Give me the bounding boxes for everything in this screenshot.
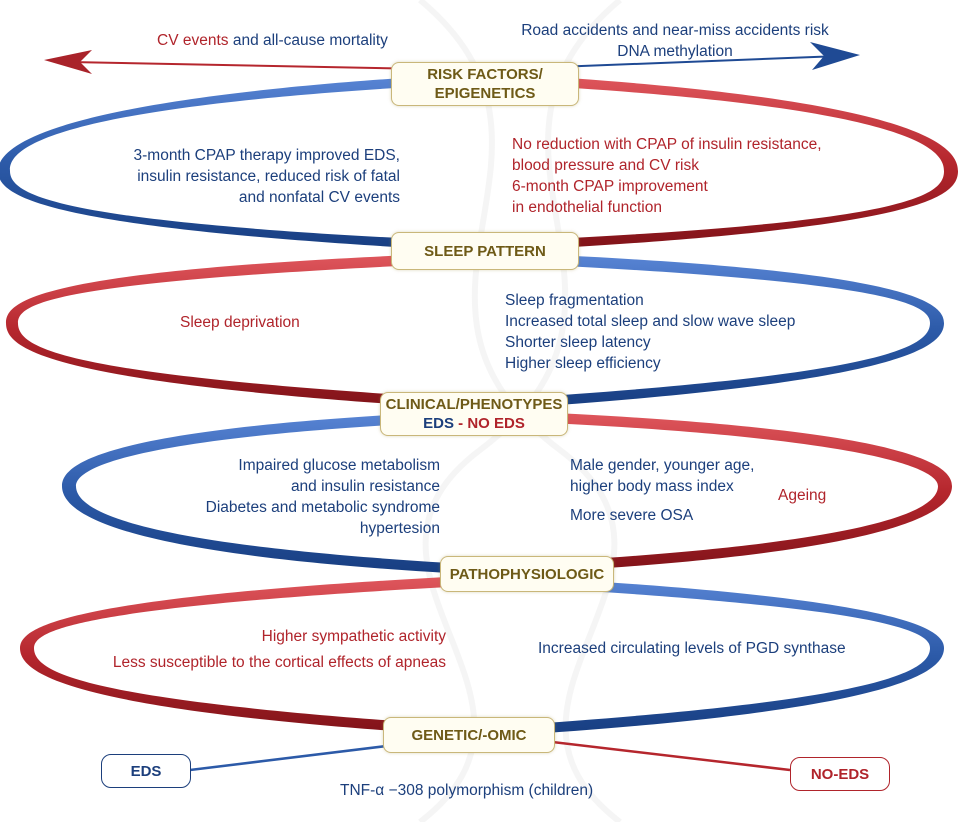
strand-3-red	[485, 410, 952, 575]
risk-left-text: 3-month CPAP therapy improved EDS, insul…	[110, 145, 401, 208]
risk-factors-line2: EPIGENETICS	[434, 85, 536, 102]
clinical-left-line1: Impaired glucose metabolism	[238, 457, 440, 474]
strand-2-red	[6, 252, 485, 410]
risk-right-text: No reduction with CPAP of insulin resist…	[512, 134, 822, 218]
patho-left-line2: Less susceptible to the cortical effects…	[112, 654, 446, 671]
risk-left-line2: insulin resistance, reduced risk of fata…	[137, 168, 400, 185]
sleep-right-line1: Sleep fragmentation	[505, 292, 644, 309]
strand-3-blue	[62, 410, 485, 575]
clinical-phenotypes-label: CLINICAL/PHENOTYPES EDS - NO EDS	[380, 392, 568, 436]
patho-left-text: Higher sympathetic activity Less suscept…	[100, 626, 446, 673]
dna-methylation-text: DNA methylation	[617, 43, 733, 60]
strand-4-blue	[485, 575, 944, 737]
clinical-left-line2: and insulin resistance	[290, 478, 440, 495]
road-accidents-text: Road accidents and near-miss accidents r…	[521, 22, 829, 39]
all-cause-mortality-text: and all-cause mortality	[228, 32, 388, 49]
left-arrowhead-icon	[44, 50, 92, 74]
cv-events-text: CV events	[157, 32, 229, 49]
clinical-left-text: Impaired glucose metabolism and insulin …	[200, 455, 440, 539]
genetic-bottom-text: TNF-α −308 polymorphism (children)	[340, 782, 594, 799]
clinical-left-line3: Diabetes and metabolic syndrome	[205, 499, 440, 516]
clinical-left-line4: hypertesion	[359, 520, 440, 537]
strand-1-red	[485, 73, 958, 252]
pathophysiologic-text: PATHOPHYSIOLOGIC	[449, 565, 605, 583]
no-eds-text: NO EDS	[467, 415, 525, 432]
risk-factors-line1: RISK FACTORS/	[427, 66, 543, 83]
clinical-right-line2: higher body mass index	[570, 478, 734, 495]
clinical-right-text: Male gender, younger age, higher body ma…	[570, 455, 754, 526]
genetic-omic-text: GENETIC/-OMIC	[411, 726, 527, 744]
sleep-right-text: Sleep fragmentation Increased total slee…	[505, 290, 795, 374]
eds-no-eds-line: EDS - NO EDS	[423, 414, 525, 433]
sleep-pattern-text: SLEEP PATTERN	[424, 242, 546, 260]
sleep-right-line3: Shorter sleep latency	[505, 334, 651, 351]
no-eds-end-text: NO-EDS	[810, 765, 870, 783]
sleep-right-line4: Higher sleep efficiency	[505, 355, 661, 372]
separator-text: -	[453, 415, 468, 432]
risk-left-line1: 3-month CPAP therapy improved EDS,	[133, 147, 401, 164]
risk-right-line2: blood pressure and CV risk	[512, 157, 699, 174]
risk-left-line3: and nonfatal CV events	[238, 189, 400, 206]
patho-left-line1: Higher sympathetic activity	[261, 628, 446, 645]
risk-right-line1: No reduction with CPAP of insulin resist…	[512, 136, 822, 153]
clinical-right-line1: Male gender, younger age,	[570, 457, 755, 474]
patho-right-text: Increased circulating levels of PGD synt…	[538, 640, 846, 657]
ageing-text: Ageing	[778, 487, 827, 504]
strand-2-blue	[485, 252, 944, 410]
top-left-text: CV events and all-cause mortality	[157, 30, 388, 51]
eds-end-text: EDS	[130, 762, 162, 780]
right-arrowhead-icon	[810, 42, 860, 70]
eds-text: EDS	[423, 415, 454, 432]
pathophysiologic-label: PATHOPHYSIOLOGIC	[440, 556, 614, 592]
risk-right-line3: 6-month CPAP improvement	[512, 178, 708, 195]
genetic-omic-label: GENETIC/-OMIC	[383, 717, 555, 753]
strand-1-blue	[0, 73, 485, 252]
no-eds-end-box: NO-EDS	[790, 757, 890, 791]
sleep-pattern-label: SLEEP PATTERN	[391, 232, 579, 270]
clinical-right-line3: More severe OSA	[570, 507, 694, 524]
risk-right-line4: in endothelial function	[512, 199, 662, 216]
background-dna-icon	[418, 0, 622, 822]
risk-factors-label: RISK FACTORS/ EPIGENETICS	[391, 62, 579, 106]
eds-end-box: EDS	[101, 754, 191, 788]
sleep-left-text: Sleep deprivation	[180, 314, 300, 331]
clinical-phenotypes-text: CLINICAL/PHENOTYPES	[385, 396, 563, 413]
strand-4-red	[20, 575, 485, 737]
top-right-text: Road accidents and near-miss accidents r…	[510, 20, 840, 62]
sleep-right-line2: Increased total sleep and slow wave slee…	[505, 313, 796, 330]
